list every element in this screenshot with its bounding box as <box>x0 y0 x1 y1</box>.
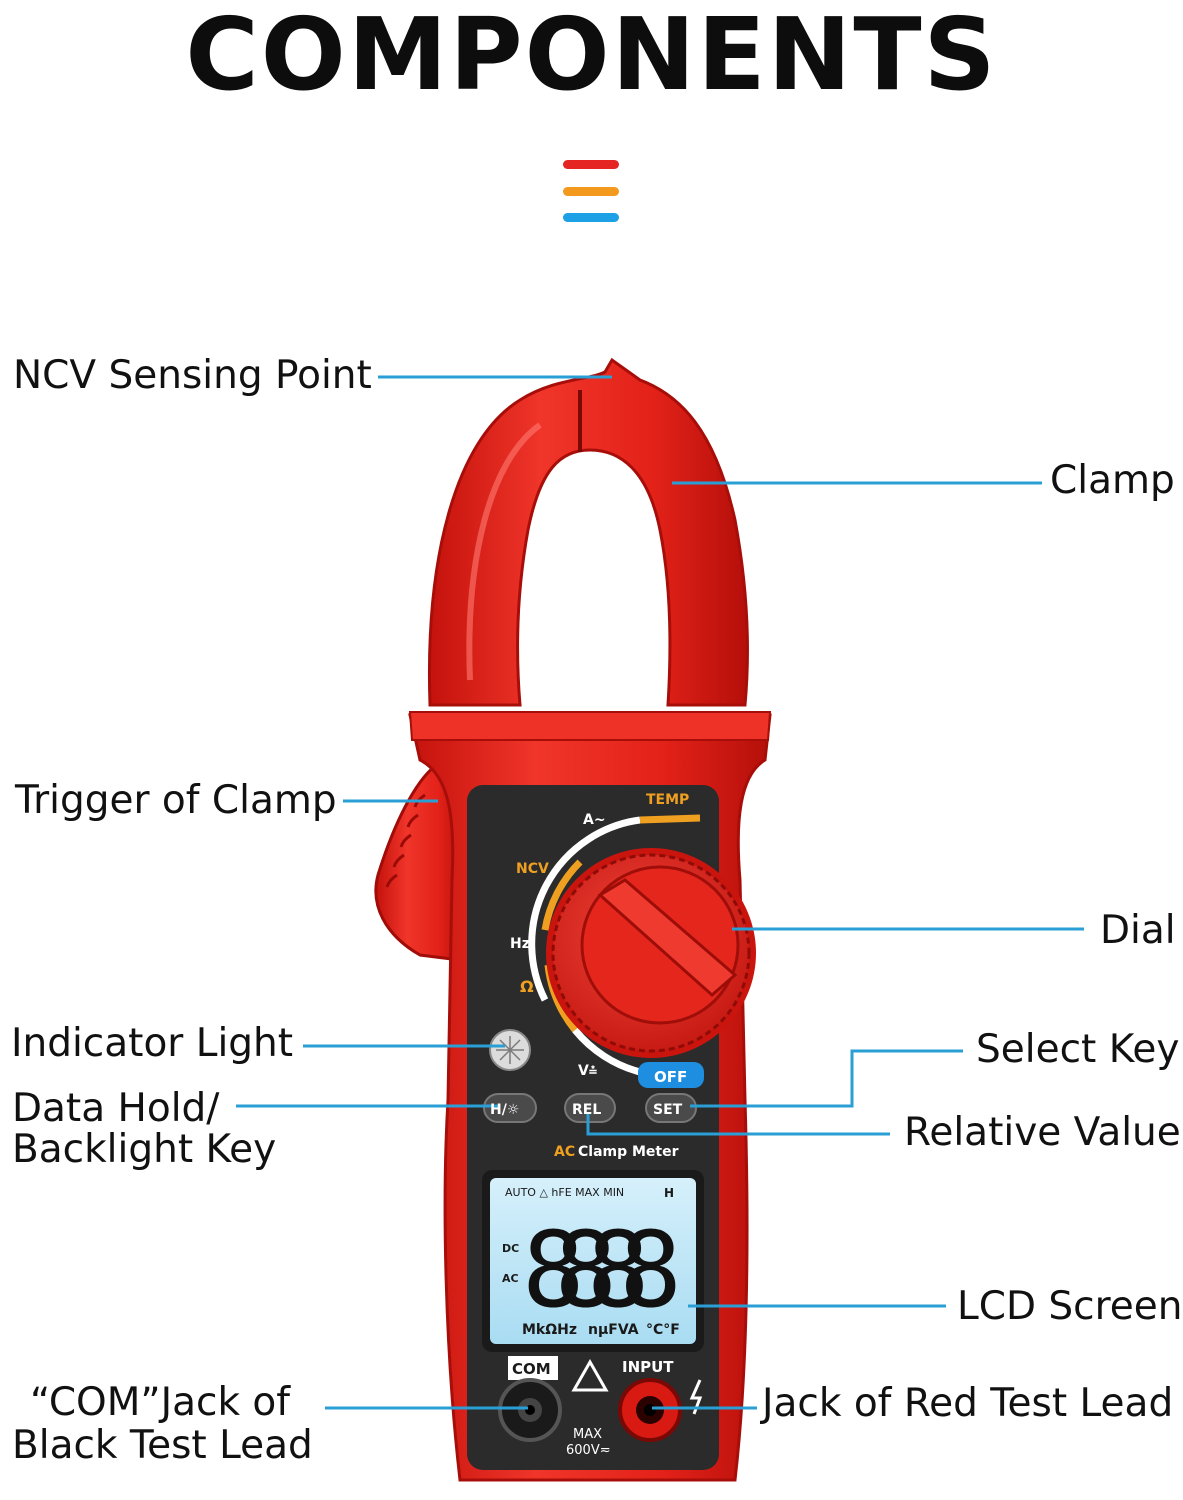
dial-ring-orange-left <box>541 859 583 931</box>
set-button-shape <box>645 1093 697 1123</box>
warning-icon <box>571 1358 609 1392</box>
lcd-units-3: °C°F <box>646 1322 680 1338</box>
set-button[interactable]: SET <box>653 1102 683 1118</box>
off-badge <box>638 1062 704 1088</box>
com-label-box <box>508 1356 558 1380</box>
hold-backlight-button[interactable]: H/☼ <box>490 1102 519 1118</box>
dial-mark-a: A~ <box>583 812 606 828</box>
lcd-digits: 8888 <box>522 1209 682 1331</box>
label-dial: Dial <box>1100 908 1176 953</box>
label-com-jack-line1: “COM”Jack of <box>30 1380 291 1425</box>
lcd-screen <box>490 1178 696 1344</box>
lcd-flag-ac: AC <box>502 1272 519 1285</box>
dial-mark-ncv: NCV <box>516 861 549 877</box>
lcd-units-2: nμFVA <box>588 1322 639 1338</box>
dial-mark-off: OFF <box>654 1068 687 1086</box>
body-top-rim <box>408 711 772 741</box>
rel-button-shape <box>564 1093 616 1123</box>
label-lcd-screen: LCD Screen <box>957 1284 1183 1329</box>
rel-button[interactable]: REL <box>572 1102 601 1118</box>
clamp-jaw <box>428 357 749 707</box>
lcd-hold-flag: H <box>664 1186 674 1200</box>
model-text: Clamp Meter <box>578 1144 679 1160</box>
label-clamp: Clamp <box>1050 458 1175 503</box>
page-title: COMPONENTS <box>185 0 998 113</box>
max-voltage-line2: 600V≂ <box>566 1443 611 1458</box>
lcd-top-flags: AUTO △ hFE MAX MIN <box>505 1186 624 1199</box>
label-select-key: Select Key <box>976 1027 1180 1072</box>
dial-mark-temp: TEMP <box>646 792 689 808</box>
model-text-prefix: AC <box>554 1144 575 1160</box>
accent-bar-blue <box>563 213 619 222</box>
dial-ring-orange-top <box>639 814 701 824</box>
label-com-jack-line2: Black Test Lead <box>12 1423 313 1468</box>
leader-rel <box>586 1112 890 1136</box>
clamp-highlight <box>466 422 542 681</box>
leader-lines <box>236 375 1084 1410</box>
dial-mark-v: V⩮ <box>578 1063 597 1079</box>
lcd-units-1: MkΩHz <box>522 1322 577 1338</box>
max-voltage-line1: MAX <box>573 1427 602 1442</box>
input-jack-label: INPUT <box>622 1358 674 1376</box>
accent-bar-red <box>563 160 619 169</box>
com-jack-label: COM <box>512 1360 551 1378</box>
label-trigger-of-clamp: Trigger of Clamp <box>15 778 337 823</box>
hold-button-shape <box>483 1093 537 1123</box>
lightning-icon <box>689 1379 703 1415</box>
label-data-hold-line2: Backlight Key <box>12 1127 277 1172</box>
clamp-trigger <box>374 758 467 962</box>
lcd-flag-dc: DC <box>502 1242 519 1255</box>
label-data-hold-line1: Data Hold/ <box>12 1086 220 1131</box>
label-indicator-light: Indicator Light <box>11 1021 294 1066</box>
label-ncv-sensing-point: NCV Sensing Point <box>13 353 372 398</box>
label-relative-value: Relative Value <box>904 1110 1181 1155</box>
leader-select <box>690 1049 963 1108</box>
dial-ring-white <box>528 816 641 1002</box>
dial-ring-white-low <box>572 1027 641 1076</box>
label-red-jack: Jack of Red Test Lead <box>762 1381 1174 1426</box>
dial-mark-ohm: Ω <box>520 977 534 996</box>
dial-mark-hz: Hz <box>510 936 530 952</box>
accent-bar-orange <box>563 187 619 196</box>
dial-pointer <box>597 878 738 997</box>
